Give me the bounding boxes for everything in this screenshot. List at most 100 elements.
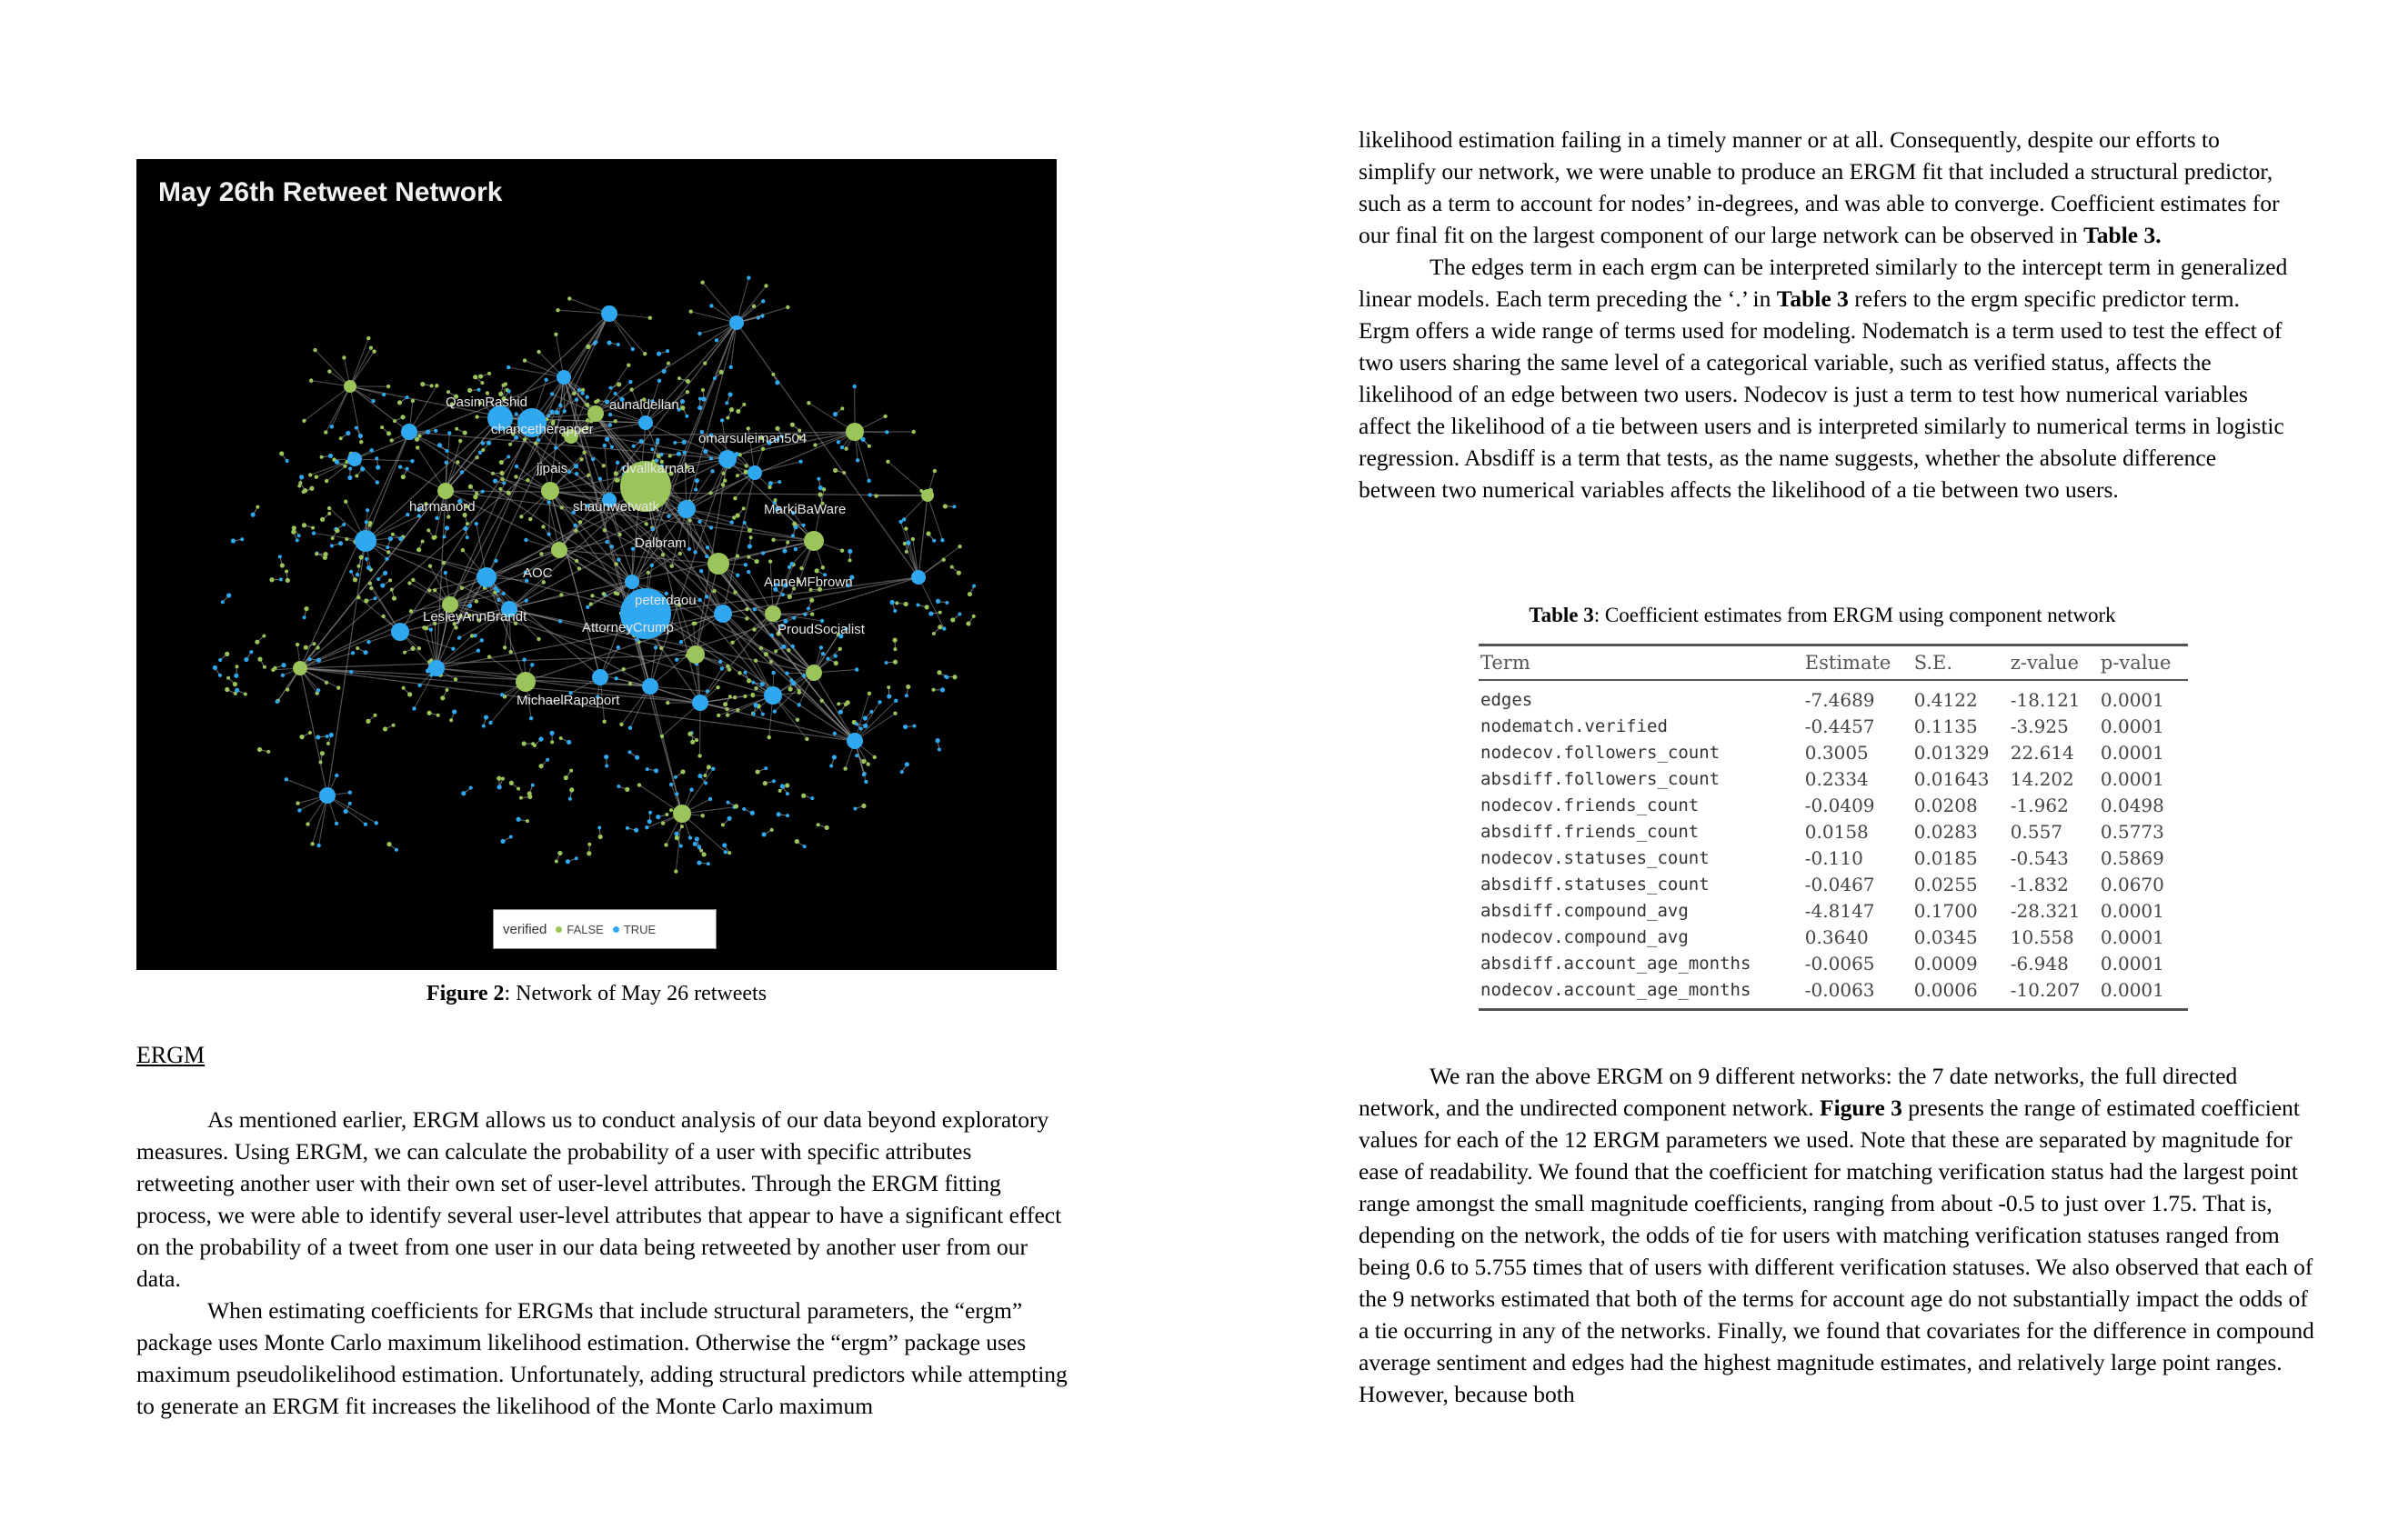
network-node: [424, 502, 428, 506]
network-node: [665, 813, 669, 817]
network-node: [596, 398, 600, 403]
edges-text-post: refers to the ergm specific predictor te…: [1359, 285, 2284, 503]
network-node: [743, 694, 747, 699]
network-node: [823, 573, 828, 577]
network-node: [722, 843, 727, 848]
results-text-pre: We ran the above ERGM on 9 different net…: [1359, 1063, 2238, 1121]
network-node: [902, 517, 907, 522]
network-node: [705, 545, 710, 550]
network-node: [772, 709, 777, 714]
network-node: [802, 845, 807, 849]
network-node: [867, 478, 871, 483]
network-node: [350, 651, 356, 655]
figure-legend: verified FALSE TRUE: [493, 909, 717, 949]
network-hub-node: [806, 665, 822, 681]
network-node: [492, 478, 498, 484]
network-node: [838, 646, 842, 651]
network-hub-node: [921, 489, 934, 502]
network-node: [609, 545, 614, 549]
cell-z-value: 22.614: [2010, 742, 2074, 764]
network-node: [760, 712, 765, 716]
network-node: [832, 731, 837, 736]
network-node: [281, 663, 286, 668]
network-node: [257, 656, 263, 662]
network-hub-node: [501, 601, 517, 617]
network-node: [355, 474, 359, 478]
network-node: [416, 645, 422, 651]
network-edge: [608, 499, 815, 674]
network-node: [844, 626, 848, 631]
network-node: [301, 523, 307, 528]
network-node: [752, 627, 757, 632]
right-text-block: likelihood estimation failing in a timel…: [1359, 124, 2295, 505]
network-node: [327, 453, 334, 459]
network-edge: [774, 672, 815, 712]
network-node: [820, 501, 825, 505]
network-node: [776, 812, 781, 817]
cell-term: absdiff.friends_count: [1480, 822, 1700, 842]
network-node: [625, 786, 630, 793]
network-node: [762, 781, 768, 786]
network-edge: [799, 431, 856, 438]
network-node: [792, 586, 797, 591]
network-edge: [408, 431, 774, 615]
network-node: [685, 414, 689, 418]
legend-true-dot-icon: [612, 925, 619, 933]
network-node: [373, 596, 377, 601]
network-node: [432, 588, 437, 593]
network-node: [601, 591, 606, 596]
network-node: [218, 657, 223, 662]
cell-se: 0.4122: [1913, 689, 1978, 711]
network-node: [416, 514, 422, 518]
network-node: [935, 598, 941, 604]
legend-item-false: FALSE: [556, 923, 604, 936]
network-node: [906, 540, 911, 545]
network-node: [416, 547, 422, 553]
network-node: [840, 406, 845, 411]
network-node: [778, 788, 782, 793]
network-node: [573, 523, 577, 527]
cell-estimate: -0.0467: [1804, 874, 1875, 895]
network-edge: [326, 540, 366, 796]
network-node: [775, 506, 780, 512]
network-node: [813, 443, 818, 447]
network-node: [952, 505, 957, 509]
network-node: [498, 486, 503, 491]
network-node: [445, 448, 449, 453]
network-node: [760, 446, 766, 452]
section-heading-ergm: ERGM: [136, 1042, 206, 1068]
network-node: [567, 796, 572, 801]
network-node: [723, 478, 727, 483]
network-node: [867, 444, 871, 448]
network-node: [514, 475, 518, 479]
network-node: [356, 595, 361, 600]
network-node: [326, 741, 330, 745]
cell-estimate: -7.4689: [1804, 689, 1875, 711]
header-p-value: p-value: [2100, 652, 2172, 674]
network-node: [338, 436, 343, 441]
network-edge: [681, 813, 727, 853]
network-node: [577, 520, 583, 525]
network-node: [479, 638, 484, 643]
network-node: [325, 735, 329, 739]
network-hub-node: [625, 575, 639, 589]
network-node: [627, 725, 633, 730]
network-node: [775, 437, 780, 442]
network-node: [574, 856, 578, 861]
network-node: [837, 702, 841, 706]
network-node: [805, 736, 809, 742]
network-node: [893, 711, 898, 715]
network-node: [807, 401, 811, 405]
network-node: [244, 656, 249, 663]
network-node: [349, 669, 354, 675]
cell-term: edges: [1480, 690, 1533, 710]
network-node-label: aunaldellan: [609, 397, 679, 413]
network-edge: [299, 667, 352, 673]
network-node: [364, 520, 368, 525]
network-node: [703, 448, 708, 455]
network-node: [942, 626, 947, 631]
network-node: [723, 850, 727, 855]
network-node: [735, 554, 740, 558]
network-node: [601, 464, 606, 468]
